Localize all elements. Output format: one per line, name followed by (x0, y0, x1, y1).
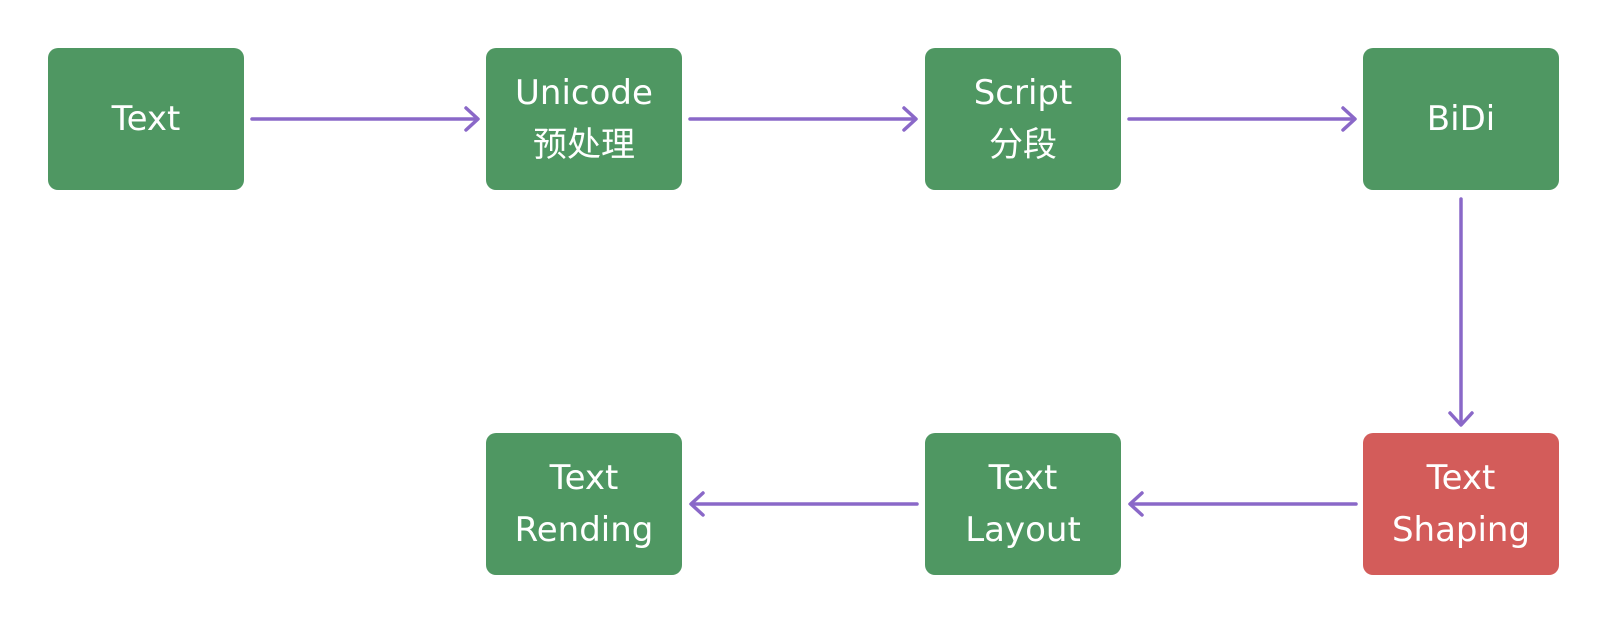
node-rendering-label-line1: Text (549, 458, 619, 498)
arrow-bidi-to-shaping (1448, 197, 1474, 427)
node-text-rendering: Text Rending (486, 433, 682, 575)
node-unicode-label-line2: 预处理 (533, 125, 635, 165)
node-layout-label-line1: Text (988, 458, 1058, 498)
node-text-layout: Text Layout (925, 433, 1121, 575)
node-script-label-line2: 分段 (989, 125, 1057, 165)
node-unicode-preprocessing: Unicode 预处理 (486, 48, 682, 190)
node-bidi-label: BiDi (1426, 99, 1496, 139)
node-rendering-label-line2: Rending (514, 510, 654, 550)
arrow-script-to-bidi (1127, 106, 1357, 132)
arrow-text-to-unicode (250, 106, 480, 132)
node-shaping-label-line2: Shaping (1391, 510, 1531, 550)
arrow-layout-to-rendering (689, 491, 919, 517)
node-script-label-line1: Script (973, 73, 1073, 113)
node-shaping-label-line1: Text (1426, 458, 1496, 498)
arrow-unicode-to-script (688, 106, 918, 132)
arrow-shaping-to-layout (1128, 491, 1358, 517)
node-unicode-label-line1: Unicode (515, 73, 653, 113)
node-text: Text (48, 48, 244, 190)
node-layout-label-line2: Layout (965, 510, 1081, 550)
node-text-shaping: Text Shaping (1363, 433, 1559, 575)
node-script-segmentation: Script 分段 (925, 48, 1121, 190)
node-bidi: BiDi (1363, 48, 1559, 190)
node-text-label: Text (111, 99, 181, 139)
